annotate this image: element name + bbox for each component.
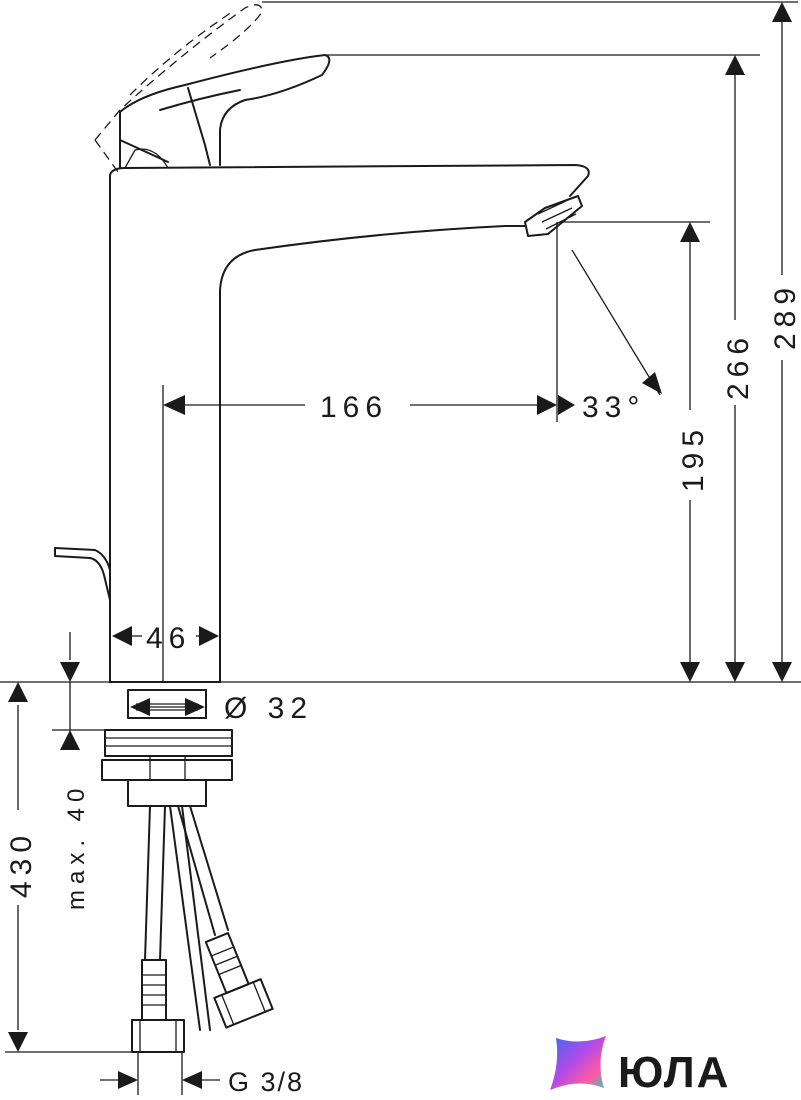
dim-body-width: 46 bbox=[112, 622, 219, 655]
lever-handle bbox=[119, 54, 331, 169]
dim-diameter-label: Ø 32 bbox=[224, 692, 313, 725]
dim-266-label: 266 bbox=[722, 332, 755, 400]
dim-195-label: 195 bbox=[677, 424, 710, 492]
mounting-assembly bbox=[0, 681, 801, 807]
dim-spout-outlet-height: 195 bbox=[677, 222, 710, 682]
dim-33deg-label: 33° bbox=[582, 391, 645, 424]
supply-hoses bbox=[131, 805, 274, 1053]
dim-430-label: 430 bbox=[5, 830, 38, 898]
dim-g38-label: G 3/8 bbox=[228, 1067, 304, 1097]
dim-spout-reach: 166 bbox=[162, 222, 558, 682]
dim-max40-label: max. 40 bbox=[63, 783, 90, 910]
brand-logo-icon bbox=[550, 1036, 606, 1090]
aerator bbox=[524, 195, 583, 237]
dim-hose-length: 430 bbox=[5, 682, 140, 1053]
dim-166-label: 166 bbox=[320, 391, 388, 424]
dim-spout-top-height: 266 bbox=[722, 55, 755, 682]
dim-base-diameter: Ø 32 bbox=[130, 692, 313, 725]
dim-connection-thread: G 3/8 bbox=[100, 1052, 304, 1097]
lever-open-position bbox=[94, 4, 263, 173]
dim-46-label: 46 bbox=[146, 622, 191, 655]
brand-logo: ЮЛА bbox=[550, 1036, 730, 1097]
dim-spray-angle: 33° bbox=[558, 249, 662, 424]
popup-rod bbox=[54, 547, 111, 601]
brand-name: ЮЛА bbox=[618, 1048, 730, 1097]
dim-289-label: 289 bbox=[769, 282, 801, 350]
dim-overall-height: 289 bbox=[769, 2, 801, 682]
dim-max-thickness: max. 40 bbox=[52, 632, 105, 910]
